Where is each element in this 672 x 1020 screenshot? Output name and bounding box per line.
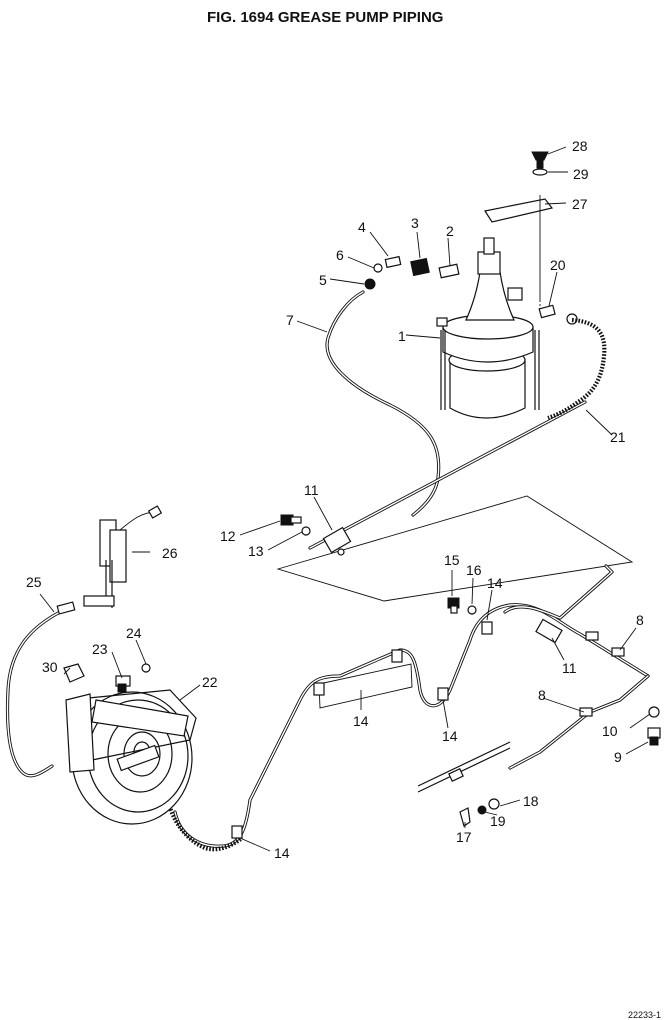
pump-inlet-fittings: [364, 255, 460, 290]
upper-mounting-plate: [276, 495, 634, 602]
callout-3: 3: [411, 215, 419, 231]
fitting-17: [459, 807, 471, 827]
callout-17: 17: [456, 829, 472, 845]
lower-coiled-hose: [165, 799, 244, 852]
callout-15: 15: [444, 552, 460, 568]
fitting-8-mid: [585, 631, 599, 641]
bolt-23: [115, 675, 131, 693]
callout-10: 10: [602, 723, 618, 739]
callout-14-a: 14: [487, 575, 503, 591]
callout-24: 24: [126, 625, 142, 641]
leader-lines: [39, 146, 651, 852]
callout-20: 20: [550, 257, 566, 273]
callout-26: 26: [162, 545, 178, 561]
washer-24: [141, 663, 151, 673]
callout-12: 12: [220, 528, 236, 544]
clamp-14-e: [481, 621, 493, 635]
bracket-30: [63, 663, 85, 683]
clamp-14-a: [313, 682, 325, 696]
drawing-number: 22233-1: [628, 1010, 661, 1020]
lower-pipe-run: [173, 603, 650, 848]
hose-reel: [65, 689, 197, 825]
callout-8-lower: 8: [538, 687, 546, 703]
fitting-8-lower: [579, 707, 593, 717]
grease-pump: [436, 237, 540, 419]
callout-9: 9: [614, 749, 622, 765]
fitting-8-upper: [611, 647, 625, 657]
nut-18: [488, 798, 500, 810]
bolt-15: [447, 597, 460, 614]
callout-7: 7: [286, 312, 294, 328]
callout-11-upper: 11: [304, 482, 319, 498]
rod-lower: [417, 741, 511, 787]
washer-10: [648, 706, 660, 718]
callout-18: 18: [523, 793, 539, 809]
callout-21: 21: [610, 429, 626, 445]
hose-7: [325, 290, 441, 517]
washer-13: [301, 526, 311, 536]
callout-14-c: 14: [442, 728, 458, 744]
hose-end-fitting: [566, 313, 578, 325]
bolt-9: [647, 727, 661, 746]
grease-gun: [83, 505, 163, 608]
callout-13: 13: [248, 543, 264, 559]
callout-23: 23: [92, 641, 108, 657]
callout-14-d: 14: [274, 845, 290, 861]
callout-numbers: 1 2 3 4 5 6 7 8 8 9 10 11 11 12 13 14 14…: [26, 138, 644, 861]
clamp-14-c: [437, 687, 449, 701]
coiled-hose-21: [547, 317, 607, 420]
clamp-11-lower: [535, 618, 563, 644]
callout-25: 25: [26, 574, 42, 590]
hose-25: [5, 610, 62, 778]
hose-fitting-20: [538, 304, 556, 319]
callout-30: 30: [42, 659, 58, 675]
clamp-14-d: [231, 825, 243, 839]
callout-14-b: 14: [353, 713, 369, 729]
callout-16: 16: [466, 562, 482, 578]
hose-clamp-plate: [318, 663, 413, 709]
callout-19: 19: [490, 813, 506, 829]
callout-5: 5: [319, 272, 327, 288]
callout-11-lower: 11: [562, 660, 577, 676]
callout-22: 22: [202, 674, 218, 690]
callout-29: 29: [573, 166, 589, 182]
hose-25-fitting: [56, 601, 76, 615]
callout-1: 1: [398, 328, 406, 344]
callout-4: 4: [358, 219, 366, 235]
clamp-14-b: [391, 649, 403, 663]
callout-6: 6: [336, 247, 344, 263]
washer-16: [467, 605, 477, 615]
callout-28: 28: [572, 138, 588, 154]
pipe-to-fitting-18: [508, 674, 650, 770]
mounting-bracket: [484, 151, 554, 310]
callout-8-upper: 8: [636, 612, 644, 628]
callout-27: 27: [572, 196, 588, 212]
bolt-12: [280, 514, 302, 526]
figure-title: FIG. 1694 GREASE PUMP PIPING: [207, 9, 443, 26]
clamp-11-upper: [322, 526, 352, 556]
fitting-19: [477, 805, 487, 815]
callout-2: 2: [446, 223, 454, 239]
